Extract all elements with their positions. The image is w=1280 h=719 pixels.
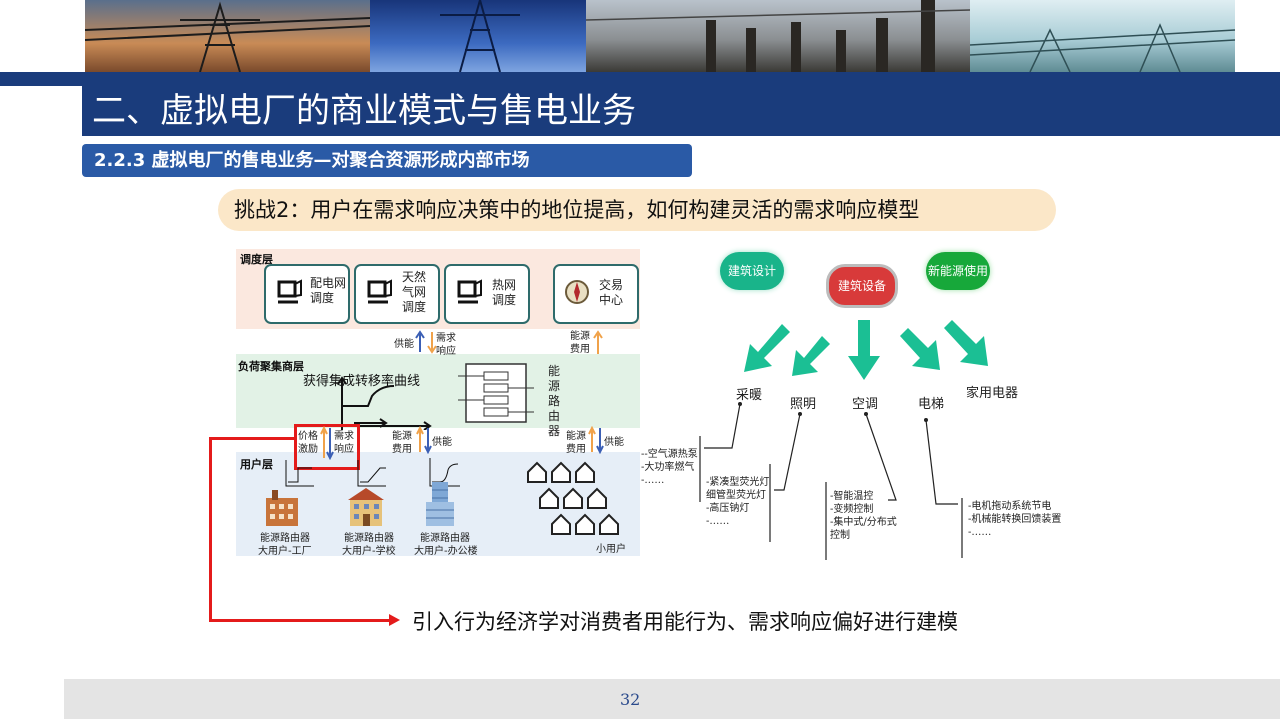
computer-icon — [367, 279, 392, 304]
energy-fee-label-2: 能源费用 — [392, 431, 412, 455]
challenge-banner: 挑战2：用户在需求响应决策中的地位提高，如何构建灵活的需求响应模型 — [218, 189, 1056, 231]
small-user-label: 小用户 — [596, 544, 626, 555]
supply-label-3: 供能 — [604, 437, 624, 448]
demand-response-label: 需求响应 — [436, 333, 456, 357]
arrow-icon — [354, 418, 388, 428]
school-icon — [348, 488, 384, 526]
dispatch-layer-label: 调度层 — [240, 253, 273, 266]
bidirectional-arrow-icon — [320, 426, 334, 460]
user-router-label: 能源路由器 — [260, 533, 310, 544]
connector-line — [209, 619, 391, 622]
footer-bar — [64, 679, 1280, 719]
category-heating: 采暖 — [736, 388, 763, 403]
small-houses-icon — [527, 461, 619, 535]
compass-icon — [565, 280, 589, 304]
user-name: 大用户-办公楼 — [414, 546, 478, 557]
arrow-head-icon — [389, 614, 400, 626]
elevator-item: -电机拖动系统节电 — [968, 501, 1052, 512]
user-name: 大用户-学校 — [342, 546, 396, 557]
user-router-label: 能源路由器 — [344, 533, 394, 544]
photo-substation-insulators — [586, 0, 970, 72]
supply-label-2: 供能 — [432, 437, 452, 448]
supply-label: 供能 — [394, 339, 414, 350]
load-layer-label: 负荷聚集商层 — [238, 360, 304, 373]
elevator-item: -…… — [968, 527, 992, 538]
category-ac: 空调 — [852, 397, 879, 412]
ac-item: -智能温控 — [830, 491, 874, 502]
connector-line — [209, 437, 212, 621]
elevator-list: -电机拖动系统节电 -机械能转换回馈装置 -…… — [968, 500, 1061, 539]
photo-substation-lines — [970, 0, 1235, 72]
heating-list: --空气源热泵 -大功率燃气 -…… — [641, 448, 698, 487]
step-curve-icon — [337, 376, 432, 430]
load-aggregator-panel — [236, 354, 640, 428]
bidirectional-arrow-icon — [588, 426, 604, 454]
photo-transmission-tower-blue — [370, 0, 586, 72]
response-curve-icon — [357, 460, 386, 487]
price-incentive-highlight — [294, 424, 360, 470]
challenge-text: 挑战2：用户在需求响应决策中的地位提高，如何构建灵活的需求响应模型 — [234, 198, 920, 222]
connector-line — [209, 437, 296, 440]
category-lighting: 照明 — [790, 397, 817, 412]
category-appliances: 家用电器 — [966, 386, 1019, 401]
demand-response-label-2: 需求响应 — [334, 431, 354, 455]
user-router-label: 能源路由器 — [420, 533, 470, 544]
ac-item: -集中式/分布式控制 — [830, 517, 897, 541]
bidirectional-arrow-icon — [415, 330, 437, 354]
bidirectional-arrow-icon — [416, 426, 432, 454]
conclusion-text: 引入行为经济学对消费者用能行为、需求响应偏好进行建模 — [412, 610, 958, 634]
category-bracket-lines — [699, 402, 963, 560]
response-curve-icon — [285, 460, 314, 487]
ac-list: -智能温控 -变频控制 -集中式/分布式控制 — [830, 490, 906, 542]
response-curve-icon — [429, 458, 460, 487]
trade-center-card: 交易中心 — [553, 264, 639, 324]
heating-item: --空气源热泵 — [641, 449, 698, 460]
lighting-item: -高压钠灯 — [706, 503, 750, 514]
office-building-icon — [426, 482, 454, 526]
photo-banner — [85, 0, 1235, 72]
price-incentive-label: 价格激励 — [298, 431, 318, 455]
dispatch-card-label: 热网调度 — [492, 278, 517, 307]
building-design-pill: 建筑设计 — [720, 252, 784, 290]
ac-item: -变频控制 — [830, 504, 874, 515]
section-subtitle: 2.2.3 虚拟电厂的售电业务—对聚合资源形成内部市场 — [94, 150, 530, 171]
page-number: 32 — [620, 690, 641, 709]
dispatch-card-heat: 热网调度 — [444, 264, 530, 324]
user-name: 大用户-工厂 — [258, 546, 312, 557]
factory-icon — [266, 490, 298, 526]
category-elevator: 电梯 — [918, 397, 945, 412]
user-layer-label: 用户层 — [240, 458, 273, 471]
teal-arrows — [744, 320, 988, 380]
photo-transmission-tower-sunset — [85, 0, 370, 72]
title-bar-top — [0, 72, 1280, 86]
dispatch-card-power: 配电网调度 — [264, 264, 350, 324]
energy-router-diagram — [458, 363, 534, 423]
lighting-list: -紧凑型荧光灯 细管型荧光灯 -高压钠灯 -…… — [706, 476, 769, 528]
computer-icon — [457, 279, 482, 304]
computer-icon — [277, 279, 302, 304]
lighting-item: -…… — [706, 516, 730, 527]
heating-item: -大功率燃气 — [641, 462, 695, 473]
dispatch-card-label: 配电网调度 — [310, 276, 347, 305]
energy-fee-label: 能源费用 — [570, 331, 590, 355]
dispatch-card-gas: 天然气网调度 — [354, 264, 440, 324]
building-equipment-pill: 建筑设备 — [826, 264, 898, 308]
trade-center-label: 交易中心 — [599, 278, 624, 307]
new-energy-pill: 新能源使用 — [926, 252, 990, 290]
lighting-item: -紧凑型荧光灯 — [706, 477, 770, 488]
heating-item: -…… — [641, 475, 665, 486]
lighting-item: 细管型荧光灯 — [706, 490, 766, 501]
energy-fee-label-3: 能源费用 — [566, 431, 586, 455]
subtitle-bar — [82, 144, 692, 177]
router-label: 能源路由器 — [548, 364, 561, 438]
elevator-item: -机械能转换回馈装置 — [968, 514, 1062, 525]
dispatch-card-label: 天然气网调度 — [402, 270, 427, 314]
title-bar — [82, 86, 1280, 136]
up-arrow-icon — [593, 330, 603, 354]
page-title: 二、虚拟电厂的商业模式与售电业务 — [92, 91, 636, 131]
